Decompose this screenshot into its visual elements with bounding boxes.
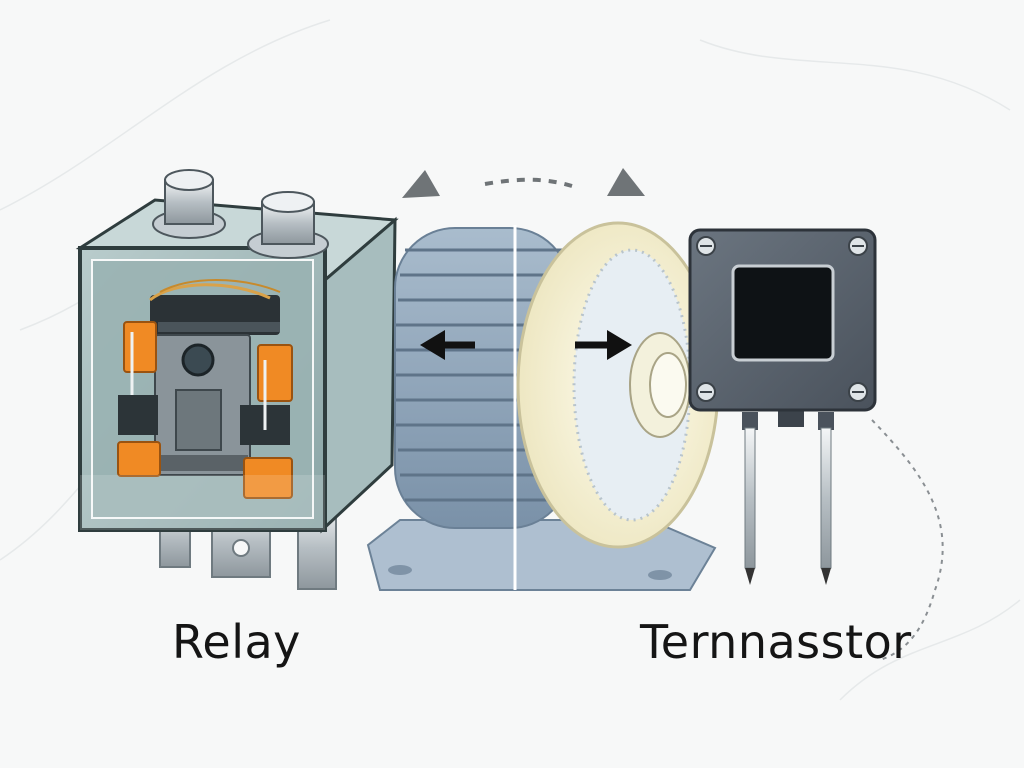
- relay-label: Relay: [172, 615, 301, 669]
- relay-icon: [75, 169, 399, 590]
- background-decoration: [0, 19, 1021, 701]
- motor-icon: [366, 221, 720, 591]
- transistor-label: Ternnasstor: [640, 615, 912, 669]
- arrow-left-icon: [420, 330, 475, 360]
- arrow-right-icon: [575, 330, 632, 360]
- rotation-arrows-icon: [402, 168, 645, 198]
- transistor-icon: [688, 228, 944, 661]
